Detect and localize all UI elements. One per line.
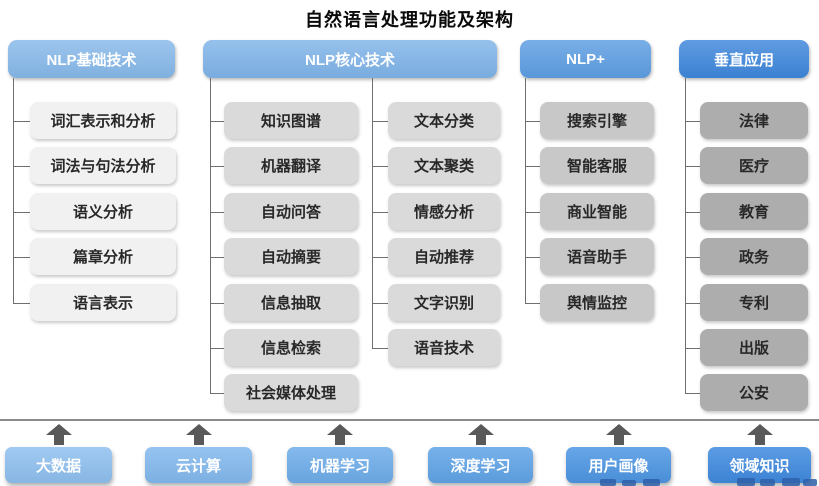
connector-line: [372, 165, 388, 167]
tree-node: 词汇表示和分析: [30, 102, 176, 139]
connector-line: [525, 78, 526, 303]
tree-node: 情感分析: [388, 193, 500, 230]
tree-node: 篇章分析: [30, 238, 176, 275]
watermark-fragment: [600, 479, 616, 486]
connector-line: [685, 256, 700, 258]
connector-line: [210, 256, 224, 258]
tree-node: 舆情监控: [540, 284, 654, 321]
connector-line: [210, 78, 211, 393]
connector-line: [372, 302, 388, 304]
tree-node: 语音技术: [388, 329, 500, 366]
foundation-box: 大数据: [5, 447, 112, 483]
tree-node: 医疗: [700, 147, 808, 184]
tree-node: 自动摘要: [224, 238, 358, 275]
connector-line: [13, 120, 30, 122]
connector-line: [372, 256, 388, 258]
baseline-divider: [0, 419, 819, 421]
connector-line: [210, 302, 224, 304]
connector-line: [685, 120, 700, 122]
connector-line: [525, 211, 540, 213]
up-arrow-icon: [605, 424, 632, 445]
foundation-box: 领域知识: [708, 447, 811, 483]
up-arrow-icon: [467, 424, 494, 445]
connector-line: [525, 256, 540, 258]
foundation-box: 机器学习: [287, 447, 393, 483]
connector-line: [685, 211, 700, 213]
foundation-box: 云计算: [145, 447, 252, 483]
connector-line: [685, 165, 700, 167]
tree-node: 政务: [700, 238, 808, 275]
column-header-4: 垂直应用: [679, 40, 809, 78]
connector-line: [13, 211, 30, 213]
connector-line: [372, 120, 388, 122]
connector-line: [685, 392, 700, 394]
tree-node: 文字识别: [388, 284, 500, 321]
tree-node: 机器翻译: [224, 147, 358, 184]
connector-line: [13, 165, 30, 167]
tree-node: 自动问答: [224, 193, 358, 230]
tree-node: 文本聚类: [388, 147, 500, 184]
connector-line: [372, 347, 388, 349]
tree-node: 专利: [700, 284, 808, 321]
up-arrow-icon: [45, 424, 72, 445]
connector-line: [210, 211, 224, 213]
foundation-box: 深度学习: [428, 447, 533, 483]
watermark-fragment: [760, 479, 775, 486]
tree-node: 知识图谱: [224, 102, 358, 139]
connector-line: [685, 78, 686, 393]
tree-node: 语义分析: [30, 193, 176, 230]
tree-node: 搜索引擎: [540, 102, 654, 139]
connector-line: [13, 256, 30, 258]
connector-line: [13, 302, 30, 304]
tree-node: 自动推荐: [388, 238, 500, 275]
up-arrow-icon: [185, 424, 212, 445]
tree-node: 词法与句法分析: [30, 147, 176, 184]
connector-line: [685, 302, 700, 304]
foundation-box: 用户画像: [566, 447, 671, 483]
connector-line: [685, 347, 700, 349]
tree-node: 信息抽取: [224, 284, 358, 321]
diagram-title: 自然语言处理功能及架构: [305, 10, 514, 30]
tree-node: 教育: [700, 193, 808, 230]
connector-line: [525, 120, 540, 122]
tree-node: 信息检索: [224, 329, 358, 366]
connector-line: [210, 347, 224, 349]
tree-node: 语言表示: [30, 284, 176, 321]
tree-node: 出版: [700, 329, 808, 366]
connector-line: [525, 165, 540, 167]
connector-line: [525, 302, 540, 304]
connector-line: [372, 211, 388, 213]
column-header-2: NLP核心技术: [203, 40, 497, 78]
watermark-fragment: [737, 478, 755, 486]
watermark-fragment: [782, 478, 800, 486]
watermark-fragment: [622, 480, 636, 486]
tree-node: 语音助手: [540, 238, 654, 275]
connector-line: [210, 120, 224, 122]
tree-node: 智能客服: [540, 147, 654, 184]
up-arrow-icon: [746, 424, 773, 445]
connector-line: [210, 392, 224, 394]
watermark-fragment: [643, 479, 660, 486]
tree-node: 商业智能: [540, 193, 654, 230]
column-header-3: NLP+: [520, 40, 651, 78]
tree-node: 社会媒体处理: [224, 374, 358, 411]
up-arrow-icon: [327, 424, 353, 445]
column-header-1: NLP基础技术: [8, 40, 175, 78]
tree-node: 公安: [700, 374, 808, 411]
connector-line: [210, 165, 224, 167]
connector-line: [13, 78, 14, 303]
watermark-fragment: [803, 479, 817, 486]
connector-line: [372, 78, 373, 348]
tree-node: 法律: [700, 102, 808, 139]
tree-node: 文本分类: [388, 102, 500, 139]
